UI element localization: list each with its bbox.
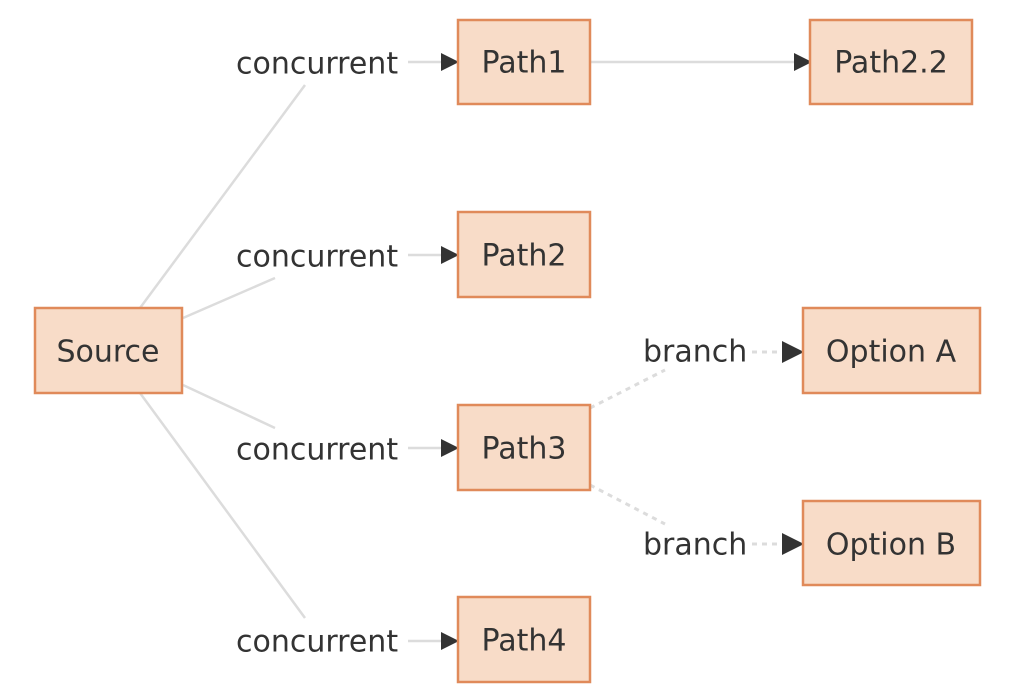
node-path1[interactable]: Path1 (456, 18, 592, 106)
node-path2[interactable]: Path2 (456, 210, 592, 299)
node-path3-label: Path3 (482, 432, 567, 467)
node-option-a-label: Option A (826, 335, 957, 370)
edge-label-concurrent-1: concurrent (236, 47, 398, 82)
node-source[interactable]: Source (33, 306, 184, 395)
arrowhead-option-a (782, 341, 804, 363)
node-path2-label: Path2 (482, 239, 567, 274)
node-path1-label: Path1 (482, 46, 567, 81)
node-option-b-label: Option B (826, 528, 956, 563)
edge-label-concurrent-3: concurrent (236, 433, 398, 468)
arrowhead-path3 (441, 439, 459, 457)
edge-labels: concurrent concurrent concurrent concurr… (236, 47, 747, 660)
node-option-b[interactable]: Option B (801, 499, 982, 587)
node-path4-label: Path4 (482, 624, 567, 659)
edge-source-path2 (182, 276, 276, 320)
edges (138, 60, 796, 643)
node-source-label: Source (56, 335, 159, 370)
arrowhead-path2 (441, 246, 459, 264)
edge-label-concurrent-4: concurrent (236, 625, 398, 660)
edge-label-concurrent-2: concurrent (236, 240, 398, 275)
node-option-a[interactable]: Option A (801, 306, 982, 395)
edge-path3-option-a (589, 368, 666, 410)
node-path2-2-label: Path2.2 (834, 46, 948, 81)
edge-source-path1 (138, 84, 307, 309)
node-path3[interactable]: Path3 (456, 403, 592, 492)
arrowheads (441, 53, 812, 650)
node-path2-2[interactable]: Path2.2 (808, 18, 974, 106)
node-path4[interactable]: Path4 (456, 595, 592, 684)
edge-path3-option-b (589, 483, 666, 526)
arrowhead-path1 (441, 53, 459, 71)
edge-source-path3 (182, 383, 276, 430)
edge-label-branch-b: branch (643, 528, 747, 563)
edge-source-path4 (138, 392, 307, 619)
arrowhead-option-b (782, 533, 804, 555)
arrowhead-path4 (441, 632, 459, 650)
edge-label-branch-a: branch (643, 335, 747, 370)
arrowhead-path2-2 (794, 53, 812, 71)
